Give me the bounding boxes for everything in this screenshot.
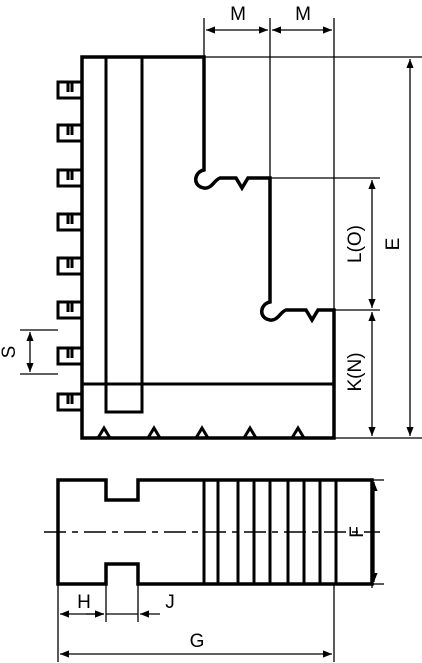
plan-ribs [202, 480, 338, 584]
label-e: E [383, 238, 404, 251]
label-j: J [165, 592, 175, 613]
dimension-labels: M M L(O) E S K(N) F H J G [0, 4, 404, 652]
bottom-serrations [96, 425, 306, 439]
center-slot [104, 55, 144, 414]
label-f: F [347, 526, 368, 538]
label-k-n: K(N) [345, 352, 366, 391]
teeth-notches [66, 82, 74, 404]
jaw-plan-view [44, 478, 380, 586]
dimension-lines [20, 18, 422, 662]
label-h: H [77, 592, 91, 613]
label-l-o: L(O) [345, 225, 366, 263]
label-m-right: M [295, 4, 311, 25]
label-m-left: M [230, 4, 246, 25]
jaw-outline [80, 55, 336, 440]
jaw-side-view [56, 55, 336, 440]
label-s: S [0, 346, 20, 359]
left-teeth [56, 57, 84, 412]
label-g: G [190, 631, 205, 652]
